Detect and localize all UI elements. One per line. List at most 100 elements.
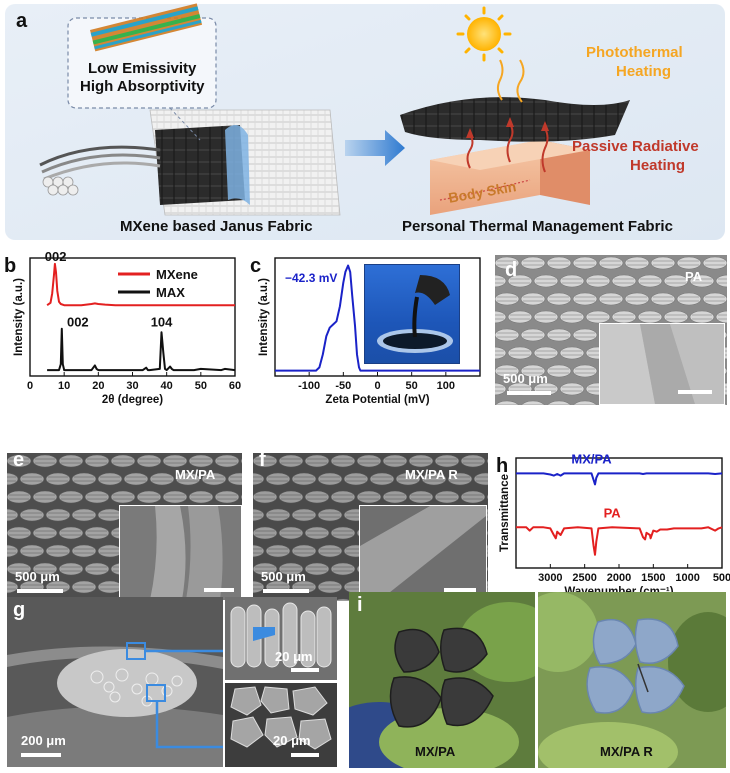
fiber-bundle	[7, 526, 32, 540]
fiber-bundle	[598, 292, 624, 306]
fiber-bundle	[175, 472, 201, 486]
fiber-bundle	[495, 328, 520, 342]
scale-bar-label: 500 μm	[503, 371, 548, 386]
fiber-bundle	[637, 274, 663, 288]
panel-label: e	[13, 453, 25, 471]
x-tick-label: 40	[161, 380, 173, 392]
caption-left: MXene based Janus Fabric	[120, 218, 313, 235]
fiber-bundle	[110, 454, 136, 468]
caption-right: Personal Thermal Management Fabric	[402, 218, 673, 235]
sample-tag: MX/PA R	[405, 467, 458, 482]
fiber-bundle	[71, 544, 97, 558]
fiber-bundle	[58, 562, 84, 576]
x-tick-label: 20	[92, 380, 104, 392]
sample-tag: PA	[685, 269, 703, 284]
x-tick-label: 1500	[641, 572, 665, 584]
fiber-bundle	[330, 454, 356, 468]
fiber-bundle	[304, 562, 330, 576]
fiber-bundle	[572, 292, 598, 306]
fiber-bundle	[559, 382, 585, 396]
fiber-bundle	[676, 292, 702, 306]
fiber-bundle	[495, 400, 519, 405]
fiber-bundle	[19, 508, 45, 522]
x-tick-label: 10	[58, 380, 70, 392]
sun-icon	[456, 6, 512, 62]
fiber-bundle	[382, 454, 408, 468]
fiber-bundle	[188, 490, 214, 504]
fiber-bundle	[110, 490, 136, 504]
fiber-bundle	[84, 490, 110, 504]
series-line-pa	[516, 526, 723, 556]
fiber-bundle	[624, 256, 650, 270]
fiber-bundle	[434, 490, 460, 504]
fiber-bundle	[304, 490, 330, 504]
fiber-bundle	[84, 562, 110, 576]
sample-tag: MX/PA	[175, 467, 216, 482]
fiber-bundle	[447, 472, 473, 486]
x-tick-label: 0	[27, 380, 33, 392]
fiber-bundle	[84, 526, 110, 540]
x-tick-label: 30	[126, 380, 138, 392]
fiber-bundle	[689, 274, 715, 288]
fiber-bundle	[32, 454, 58, 468]
fiber-bundle	[585, 274, 611, 288]
x-tick-label: 0	[374, 380, 380, 392]
fiber-bundle	[136, 454, 162, 468]
fiber-bundle	[253, 580, 265, 594]
panel-label: a	[16, 10, 28, 32]
fiber-bundle	[486, 458, 488, 464]
fiber-bundle	[278, 454, 304, 468]
fiber-bundle	[507, 346, 533, 360]
fiber-bundle	[533, 274, 559, 288]
fiber-bundle	[507, 274, 533, 288]
fiber-bundle	[253, 472, 265, 486]
fiber-bundle	[663, 274, 689, 288]
callout-text: Low Emissivity	[88, 60, 197, 77]
zeta-annotation: −42.3 mV	[285, 271, 337, 285]
fiber-bundle	[58, 526, 84, 540]
fiber-bundle	[19, 472, 45, 486]
fiber-bundle	[486, 530, 488, 536]
fiber-bundle	[546, 328, 572, 342]
fiber-bundle	[573, 400, 597, 405]
fiber-bundle	[162, 454, 188, 468]
fiber-bundle	[572, 328, 598, 342]
photo-mxpa: i MX/PA	[349, 592, 535, 768]
fiber-bundle	[408, 454, 434, 468]
panel-label: h	[496, 455, 509, 477]
fiber-bundle	[265, 472, 291, 486]
sem-image-zoom-bottom: 20 μm	[225, 683, 337, 767]
fiber-bundle	[585, 310, 611, 324]
fiber-bundle	[547, 400, 571, 405]
fiber-bundle	[45, 472, 71, 486]
fiber-bundle	[317, 472, 343, 486]
scale-bar-label: 200 μm	[21, 733, 66, 748]
fiber-bundle	[123, 472, 149, 486]
fiber-bundle	[149, 472, 175, 486]
y-axis-label: Intensity (a.u.)	[258, 278, 270, 356]
sem-image-pa: d PA 500 μm	[495, 255, 727, 405]
fiber-bundle	[201, 472, 227, 486]
legend-label-mxene: MXene	[156, 267, 198, 282]
fiber-bundle	[97, 472, 123, 486]
fiber-bundle	[317, 580, 343, 594]
fiber-bundle	[715, 310, 727, 324]
fiber-bundle	[495, 292, 520, 306]
fiber-bundle	[7, 472, 19, 486]
sem-image-mxpa-r: f MX/PA R 500 μm	[253, 453, 488, 601]
fiber-bundle	[214, 454, 240, 468]
panel-label: g	[13, 599, 26, 621]
photothermal-label: Heating	[616, 63, 672, 80]
sem-inset	[119, 505, 242, 601]
fiber-bundle	[495, 382, 507, 396]
scale-bar	[263, 589, 309, 593]
fiber-bundle	[624, 292, 650, 306]
fiber-bundle	[278, 562, 304, 576]
fiber-bundle	[520, 292, 546, 306]
x-tick-label: 2500	[572, 572, 596, 584]
fiber-bundle	[45, 508, 71, 522]
x-tick-label: -100	[298, 380, 320, 392]
fiber-bundle	[356, 454, 382, 468]
